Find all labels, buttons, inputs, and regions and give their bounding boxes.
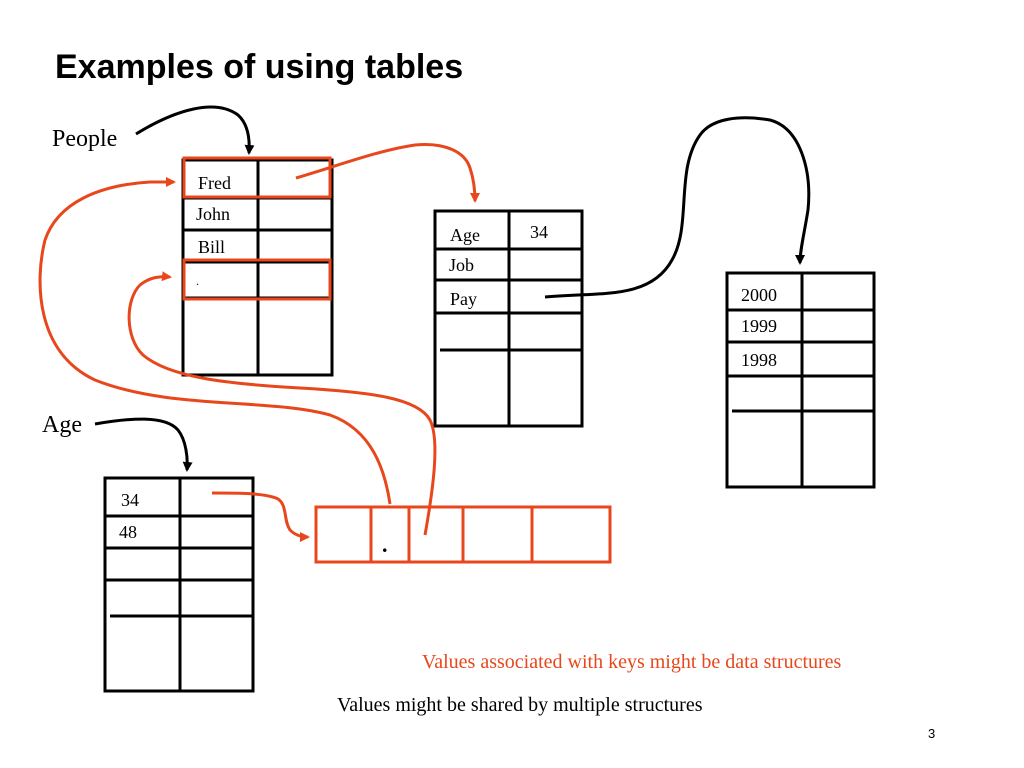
label-age: Age bbox=[42, 412, 82, 438]
person-key-job: Job bbox=[449, 255, 474, 275]
people-pointer-arrow bbox=[135, 105, 255, 155]
shared-array bbox=[314, 505, 612, 564]
person-value-age: 34 bbox=[530, 222, 548, 242]
people-key-bill: Bill bbox=[198, 237, 225, 257]
fred-to-record-arrow bbox=[295, 142, 480, 203]
people-row-fred-highlight bbox=[182, 156, 332, 199]
year-key-2000: 2000 bbox=[741, 285, 777, 305]
year-key-1998: 1998 bbox=[741, 350, 777, 370]
age-key-48: 48 bbox=[119, 522, 137, 542]
people-row-dot-highlight bbox=[182, 258, 332, 301]
pay-to-years-arrow bbox=[544, 116, 811, 299]
page-number: 3 bbox=[928, 726, 935, 741]
people-key-fred: Fred bbox=[198, 173, 231, 193]
age34-to-array-arrow bbox=[211, 491, 310, 542]
people-key-dot: . bbox=[196, 274, 199, 288]
person-key-pay: Pay bbox=[450, 289, 477, 309]
person-key-age: Age bbox=[450, 225, 480, 245]
array-to-fred-arrow bbox=[38, 177, 392, 505]
year-key-1999: 1999 bbox=[741, 316, 777, 336]
caption-black: Values might be shared by multiple struc… bbox=[337, 694, 703, 716]
caption-red: Values associated with keys might be dat… bbox=[422, 651, 842, 673]
age-pointer-arrow bbox=[94, 417, 193, 472]
person-table bbox=[433, 209, 584, 428]
label-people: People bbox=[52, 126, 117, 152]
age-table bbox=[103, 476, 255, 693]
people-key-john: John bbox=[196, 204, 230, 224]
year-table bbox=[725, 271, 876, 489]
age-key-34: 34 bbox=[121, 490, 139, 510]
array-to-dot-row-arrow bbox=[127, 271, 437, 536]
shared-array-dot: . bbox=[382, 532, 388, 557]
slide-title: Examples of using tables bbox=[55, 48, 463, 86]
